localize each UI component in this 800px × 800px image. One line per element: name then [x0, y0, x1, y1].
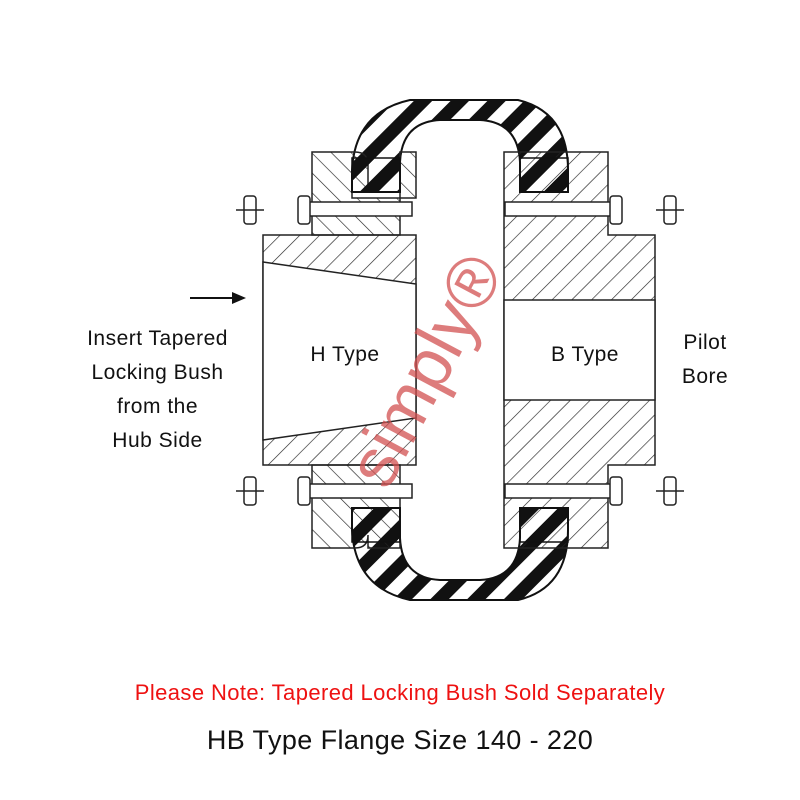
pilot-bore-label: Pilot Bore: [681, 331, 729, 388]
b-type-label: B Type: [551, 343, 619, 366]
diagram-title: HB Type Flange Size 140 - 220: [206, 725, 594, 755]
right-arrow-icon: [190, 292, 246, 304]
note-text: Please Note: Tapered Locking Bush Sold S…: [134, 680, 666, 705]
bolts: [236, 195, 684, 506]
h-type-label: H Type: [310, 343, 380, 366]
left-instruction: Insert Tapered Locking Bush from the Hub…: [87, 327, 228, 452]
